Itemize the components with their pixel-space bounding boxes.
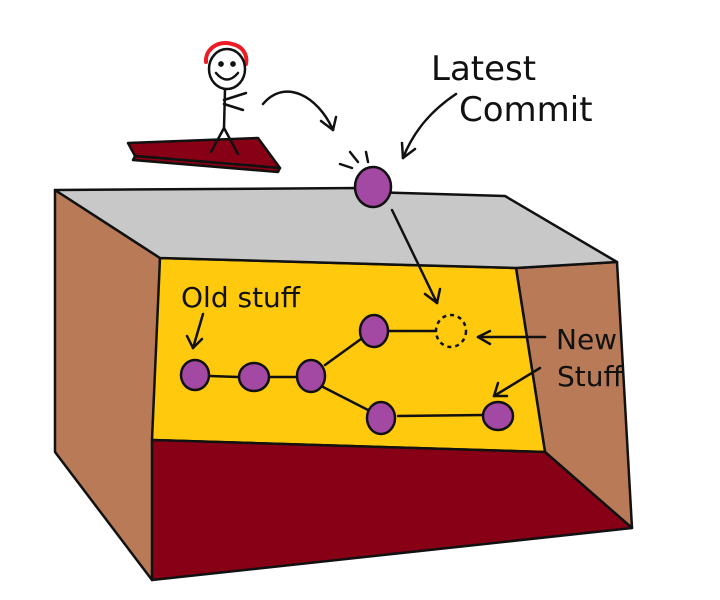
throw-arrow [261,90,338,132]
placeholder-commit-node [434,313,468,349]
commit-graph-nodes [179,313,515,436]
latest-commit-node [353,165,393,209]
motion-lines [338,150,370,170]
platform-board [126,136,282,174]
new-stuff-label-line1: New [556,323,617,356]
commit-node [237,361,271,393]
commit-node [295,358,327,394]
commit-node [481,400,515,432]
new-stuff-arrows [476,329,547,398]
latest-commit-arrow [400,92,458,160]
old-stuff-arrow [185,312,205,350]
new-stuff-label-line2: Stuff [557,360,623,393]
stick-figure-icon [204,41,249,156]
ground-box [53,186,634,582]
latest-commit-label-line2: Commit [459,90,593,130]
commit-node [358,313,390,349]
hair-icon [204,41,249,66]
commit-node [179,358,211,392]
head-icon [207,47,247,91]
old-stuff-label: Old stuff [181,281,301,314]
dark-layer [150,438,634,582]
commit-node [365,400,397,436]
commit-graph-edges [208,329,486,418]
latest-commit-label-line1: Latest [431,49,536,89]
drop-arrow [390,208,442,305]
